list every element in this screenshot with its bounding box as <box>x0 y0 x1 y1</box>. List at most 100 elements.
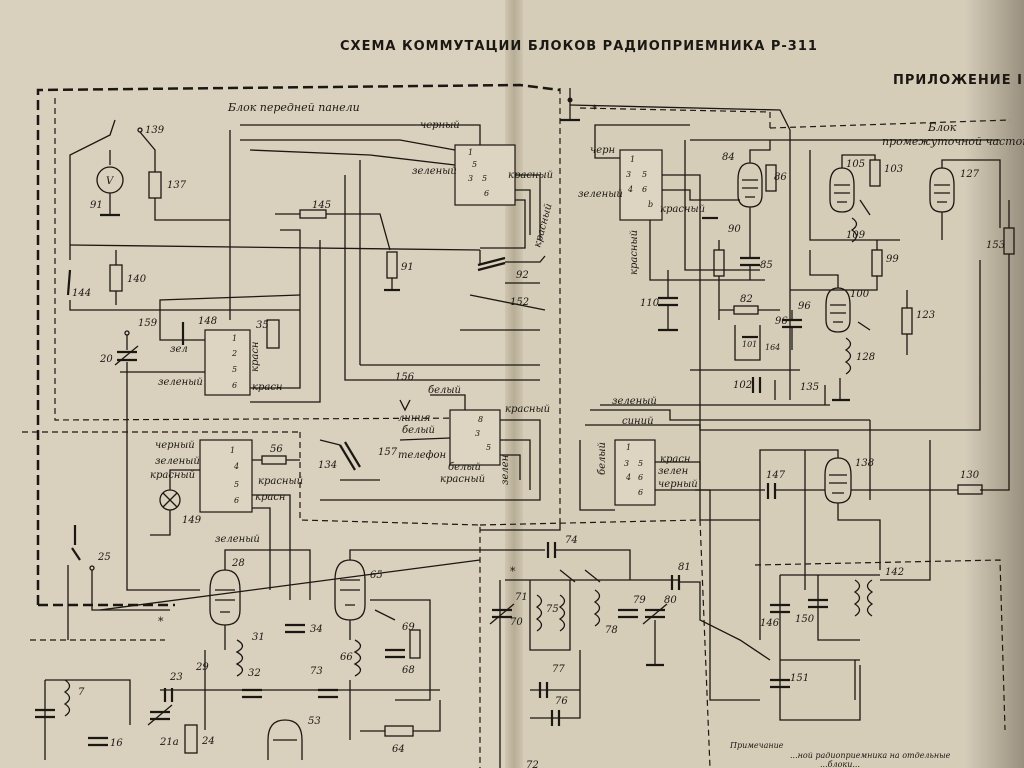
capacitor-20: 159 20 <box>99 318 200 591</box>
switch-153: 135 <box>600 378 850 406</box>
tube-65: 65 66 69 68 73 <box>160 549 480 740</box>
svg-text:6: 6 <box>642 185 647 194</box>
svg-text:промежуточной частоты: промежуточной частоты <box>882 135 1024 148</box>
svg-text:148: 148 <box>198 316 217 327</box>
svg-text:4: 4 <box>625 473 631 482</box>
svg-text:78: 78 <box>605 625 618 636</box>
svg-text:*: * <box>592 103 598 116</box>
svg-text:зеленый: зеленый <box>578 189 623 200</box>
svg-text:3: 3 <box>626 170 631 179</box>
connector-148: 148 зел 1 2 5 6 красн красн 35 зеленый <box>120 229 321 403</box>
svg-text:145: 145 <box>312 200 331 211</box>
svg-text:8: 8 <box>478 415 483 424</box>
tube-102: 105 103 109 99 <box>790 150 903 291</box>
svg-text:76: 76 <box>555 696 568 707</box>
svg-text:72: 72 <box>526 760 539 768</box>
bottom-left-circuit: 23 21а 24 16 7 <box>35 672 215 760</box>
svg-text:105: 105 <box>846 159 865 170</box>
switch-134: 134 <box>318 439 380 481</box>
svg-text:68: 68 <box>402 665 415 676</box>
svg-text:зеленый: зеленый <box>412 166 457 177</box>
svg-text:20: 20 <box>99 354 113 365</box>
svg-text:96: 96 <box>775 316 788 327</box>
svg-text:29: 29 <box>195 662 209 673</box>
svg-text:56: 56 <box>270 444 283 455</box>
connector-if-top: черн зеленый красный красный 1 3 5 4 6 b <box>578 124 765 290</box>
svg-text:Блок: Блок <box>927 121 957 134</box>
svg-text:7: 7 <box>78 687 85 698</box>
bottom-right-border <box>754 559 1006 731</box>
svg-text:6: 6 <box>234 496 239 505</box>
svg-text:6: 6 <box>484 189 489 198</box>
svg-text:134: 134 <box>318 460 337 471</box>
svg-text:102: 102 <box>733 380 752 391</box>
svg-text:91: 91 <box>401 262 414 273</box>
svg-text:красный: красный <box>629 230 640 275</box>
svg-text:черный: черный <box>658 479 698 490</box>
resistor-144: 140 144 <box>66 244 481 311</box>
svg-text:81: 81 <box>678 562 691 573</box>
svg-text:зелен: зелен <box>658 466 688 477</box>
svg-text:...ной радиоприемника на отдел: ...ной радиоприемника на отдельные <box>790 751 951 760</box>
tube-53: 53 64 <box>267 700 441 760</box>
svg-text:черный: черный <box>155 440 195 451</box>
svg-text:1: 1 <box>626 443 631 452</box>
svg-text:25: 25 <box>97 552 111 563</box>
svg-text:110: 110 <box>640 298 660 309</box>
bottom-right-transformer: 146 150 142 151 <box>760 440 931 721</box>
tube-123: 127 153 <box>929 159 1015 491</box>
resistor-91: 145 <box>275 200 391 251</box>
svg-text:красн: красн <box>660 454 691 465</box>
svg-text:5: 5 <box>486 443 491 452</box>
connector-56-149: черный зеленый красный красный красн зел… <box>150 439 303 600</box>
svg-text:149: 149 <box>182 515 202 526</box>
svg-text:3: 3 <box>624 459 629 468</box>
svg-text:82: 82 <box>740 294 753 305</box>
svg-text:85: 85 <box>760 260 773 271</box>
svg-text:24: 24 <box>201 736 215 747</box>
svg-text:4: 4 <box>233 462 239 471</box>
svg-text:34: 34 <box>310 624 323 635</box>
svg-text:3: 3 <box>468 174 473 183</box>
svg-text:75: 75 <box>546 604 559 615</box>
svg-text:73: 73 <box>310 666 323 677</box>
svg-text:зеленый: зеленый <box>215 534 260 545</box>
svg-text:красный: красный <box>258 476 303 487</box>
svg-text:138: 138 <box>855 458 874 469</box>
svg-text:красн: красн <box>255 492 286 503</box>
svg-text:белый: белый <box>597 442 608 475</box>
svg-text:146: 146 <box>760 618 780 629</box>
rf-block: 74 * 71 70 75 77 76 72 78 79 <box>480 535 771 768</box>
if-block-top <box>769 119 1011 129</box>
svg-text:103: 103 <box>884 164 903 175</box>
svg-text:91: 91 <box>90 200 103 211</box>
svg-text:69: 69 <box>402 622 415 633</box>
svg-text:красный: красный <box>440 474 485 485</box>
voltmeter-140: V 91 139 137 <box>69 119 230 260</box>
svg-text:156: 156 <box>395 372 415 383</box>
svg-text:красный: красный <box>532 202 554 248</box>
right-page <box>512 0 1024 768</box>
svg-text:100: 100 <box>850 289 870 300</box>
svg-text:красный: красный <box>505 404 550 415</box>
svg-text:зеленый: зеленый <box>612 396 657 407</box>
svg-text:144: 144 <box>72 288 91 299</box>
switch-25: 25 <box>67 525 170 640</box>
svg-text:21а: 21а <box>159 737 179 748</box>
svg-text:96: 96 <box>798 301 811 312</box>
svg-text:Примечание: Примечание <box>729 741 784 750</box>
svg-text:90: 90 <box>728 224 741 235</box>
svg-text:1: 1 <box>468 148 473 157</box>
rf-block-border <box>479 519 711 768</box>
svg-text:16: 16 <box>110 738 123 749</box>
svg-text:99: 99 <box>886 254 899 265</box>
connector-157: линия белый белый красный телефон белый … <box>320 385 550 501</box>
svg-text:140: 140 <box>127 274 147 285</box>
svg-text:153: 153 <box>986 240 1005 251</box>
svg-text:1: 1 <box>232 334 237 343</box>
svg-text:синий: синий <box>622 416 654 427</box>
svg-text:157: 157 <box>378 447 398 458</box>
svg-text:86: 86 <box>774 172 787 183</box>
svg-text:135: 135 <box>800 382 819 393</box>
svg-text:71: 71 <box>515 592 528 603</box>
